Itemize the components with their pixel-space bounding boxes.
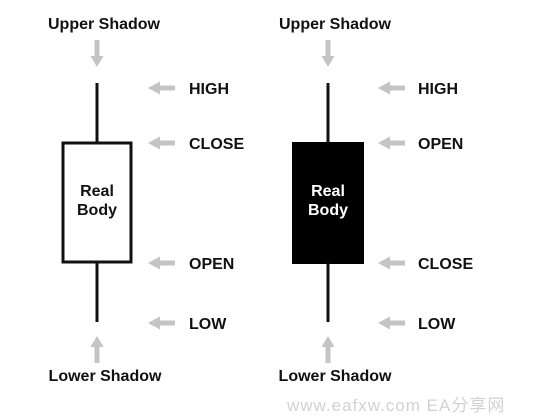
arrow-left-icon	[148, 81, 175, 95]
bullish-candle: Upper Shadow Real Body Lower Shadow HIGH…	[48, 16, 244, 385]
bearish-candle: Upper Shadow Real Body Lower Shadow HIGH…	[279, 16, 474, 385]
bearish-high-label: HIGH	[418, 81, 458, 98]
arrow-left-icon	[378, 136, 405, 150]
bullish-lower-shadow-label: Lower Shadow	[49, 368, 162, 385]
bearish-real-body	[292, 142, 364, 264]
arrow-left-icon	[148, 136, 175, 150]
bullish-upper-shadow-label: Upper Shadow	[48, 16, 161, 33]
arrow-left-icon	[148, 316, 175, 330]
bearish-open-label: OPEN	[418, 136, 463, 153]
bearish-close-label: CLOSE	[418, 256, 473, 273]
arrow-left-icon	[148, 256, 175, 270]
bullish-open-label: OPEN	[189, 256, 234, 273]
bearish-low-label: LOW	[418, 316, 456, 333]
arrow-left-icon	[378, 316, 405, 330]
bullish-body-label-line1: Real	[80, 183, 114, 200]
arrow-left-icon	[378, 256, 405, 270]
bullish-high-label: HIGH	[189, 81, 229, 98]
arrow-up-icon	[90, 336, 104, 363]
bearish-upper-shadow-label: Upper Shadow	[279, 16, 392, 33]
arrow-up-icon	[321, 336, 335, 363]
bullish-close-label: CLOSE	[189, 136, 244, 153]
arrow-left-icon	[378, 81, 405, 95]
bearish-lower-shadow-label: Lower Shadow	[279, 368, 392, 385]
arrow-down-icon	[321, 40, 335, 67]
bearish-body-label-line1: Real	[311, 183, 345, 200]
watermark-text: www.eafxw.com EA分享网	[286, 396, 505, 415]
bullish-low-label: LOW	[189, 316, 227, 333]
bearish-body-label-line2: Body	[308, 202, 348, 219]
bullish-body-label-line2: Body	[77, 202, 117, 219]
arrow-down-icon	[90, 40, 104, 67]
